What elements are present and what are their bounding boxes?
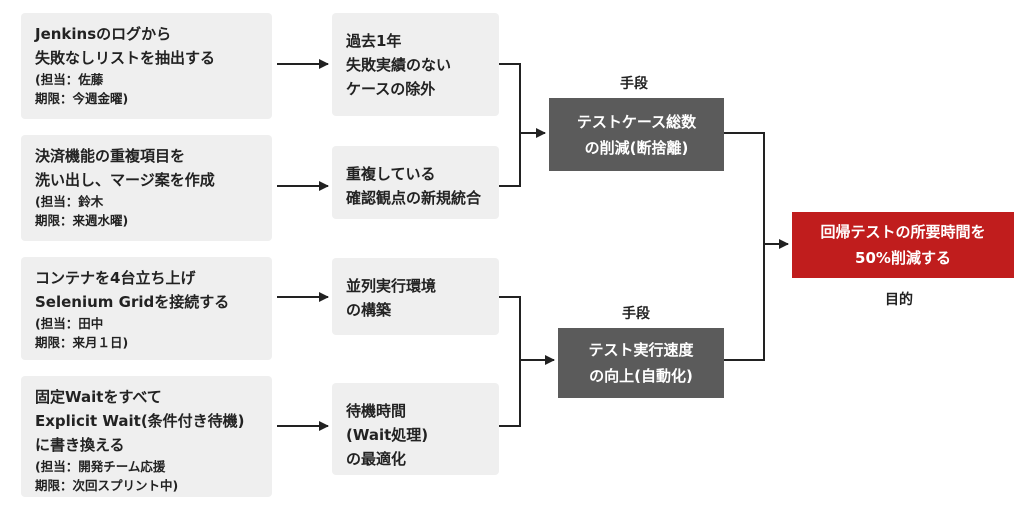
task-title-line: 失敗なしリストを抽出する — [35, 49, 216, 67]
action-box-3: 並列実行環境 の構築 — [332, 258, 499, 335]
means-line: テスト実行速度 — [588, 341, 694, 359]
means-line: テストケース総数 — [576, 112, 697, 131]
goal-box: 回帰テストの所要時間を 50%削減する — [792, 212, 1014, 278]
bracket-actions-means2 — [499, 296, 521, 427]
action-line: の構築 — [346, 301, 392, 319]
action-line: 待機時間 — [346, 402, 407, 420]
action-box-4: 待機時間 (Wait処理) の最適化 — [332, 383, 499, 475]
means-line: の向上(自動化) — [589, 367, 693, 385]
action-line: 確認観点の新規統合 — [346, 189, 482, 207]
task-box-3: コンテナを4台立ち上げ Selenium Gridを接続する (担当：田中 期限… — [21, 257, 272, 360]
action-line: ケースの除外 — [346, 80, 436, 98]
task-owner: (担当：開発チーム応援 — [35, 459, 166, 474]
action-line: 失敗実績のない — [346, 56, 452, 74]
action-line: 並列実行環境 — [346, 277, 437, 295]
task-deadline: 期限：次回スプリント中) — [35, 478, 179, 493]
means-label-2: 手段 — [622, 306, 650, 322]
task-title-line: 決済機能の重複項目を — [35, 147, 186, 165]
means-line: の削減(断捨離) — [584, 138, 689, 157]
task-deadline: 期限：今週金曜) — [35, 91, 129, 106]
action-line: 過去1年 — [346, 32, 402, 50]
bracket-actions-means1 — [499, 63, 521, 187]
task-title-line: コンテナを4台立ち上げ — [35, 269, 196, 287]
means-box-2: テスト実行速度 の向上(自動化) — [558, 328, 724, 398]
means-box-1: テストケース総数 の削減(断捨離) — [549, 98, 724, 171]
task-deadline: 期限：来週水曜) — [35, 213, 129, 228]
goal-label: 目的 — [885, 292, 913, 308]
task-owner: (担当：田中 — [35, 316, 104, 331]
bracket-means-goal — [724, 132, 765, 361]
task-title-line: 洗い出し、マージ案を作成 — [35, 171, 215, 189]
task-box-1: Jenkinsのログから 失敗なしリストを抽出する (担当：佐藤 期限：今週金曜… — [21, 13, 272, 119]
means-label-1: 手段 — [620, 76, 648, 92]
task-box-4: 固定Waitをすべて Explicit Wait(条件付き待機) に書き換える … — [21, 376, 272, 497]
task-title-line: に書き換える — [35, 436, 125, 454]
action-line: (Wait処理) — [346, 426, 429, 444]
goal-line: 50%削減する — [855, 249, 951, 267]
task-deadline: 期限：来月１日) — [35, 335, 129, 350]
task-title-line: Explicit Wait(条件付き待機) — [35, 412, 245, 430]
action-box-2: 重複している 確認観点の新規統合 — [332, 146, 499, 219]
task-title-line: 固定Waitをすべて — [35, 388, 162, 406]
task-owner: (担当：佐藤 — [35, 72, 104, 87]
task-owner: (担当：鈴木 — [35, 194, 104, 209]
task-box-2: 決済機能の重複項目を 洗い出し、マージ案を作成 (担当：鈴木 期限：来週水曜) — [21, 135, 272, 241]
action-line: の最適化 — [346, 450, 407, 468]
task-title-line: Jenkinsのログから — [35, 25, 172, 43]
task-title-line: Selenium Gridを接続する — [35, 293, 230, 311]
goal-line: 回帰テストの所要時間を — [820, 223, 986, 241]
action-line: 重複している — [346, 165, 436, 183]
action-box-1: 過去1年 失敗実績のない ケースの除外 — [332, 13, 499, 116]
